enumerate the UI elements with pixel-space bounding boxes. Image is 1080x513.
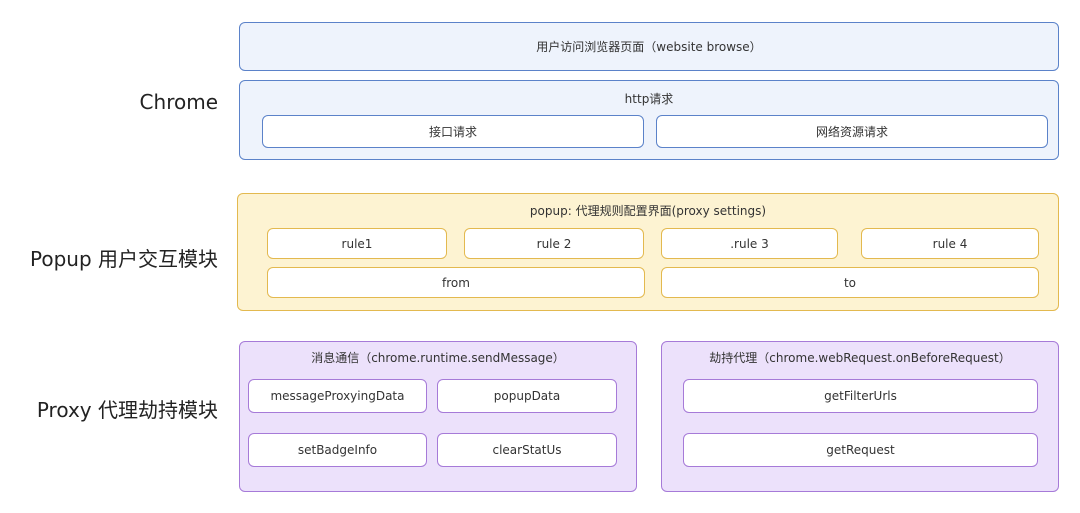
api-request-box: 接口请求 (262, 115, 644, 148)
get-request-box: getRequest (683, 433, 1038, 467)
from-box: from (267, 267, 645, 298)
chrome-layer-label: Chrome (139, 90, 218, 114)
website-browse-box: 用户访问浏览器页面（website browse） (239, 22, 1059, 71)
rule-box: rule 2 (464, 228, 644, 259)
message-communication-group: 消息通信（chrome.runtime.sendMessage） message… (239, 341, 637, 492)
rule-box: rule1 (267, 228, 447, 259)
clear-status-box: clearStatUs (437, 433, 617, 467)
popup-settings-title: popup: 代理规则配置界面(proxy settings) (529, 204, 767, 218)
popup-layer-label: Popup 用户交互模块 (29, 247, 218, 271)
rule-box: .rule 3 (661, 228, 838, 259)
http-request-group: http请求 接口请求 网络资源请求 (239, 80, 1059, 160)
to-box: to (661, 267, 1039, 298)
popup-settings-group: popup: 代理规则配置界面(proxy settings) rule1 ru… (237, 193, 1059, 311)
get-filter-urls-box: getFilterUrls (683, 379, 1038, 413)
proxy-layer-label: Proxy 代理劫持模块 (36, 398, 218, 422)
message-proxying-data-box: messageProxyingData (248, 379, 427, 413)
set-badge-info-box: setBadgeInfo (248, 433, 427, 467)
rule-box: rule 4 (861, 228, 1039, 259)
message-communication-title: 消息通信（chrome.runtime.sendMessage） (311, 351, 565, 365)
http-request-title: http请求 (624, 92, 674, 106)
network-resource-request-box: 网络资源请求 (656, 115, 1048, 148)
hijack-proxy-group: 劫持代理（chrome.webRequest.onBeforeRequest） … (661, 341, 1059, 492)
hijack-proxy-title: 劫持代理（chrome.webRequest.onBeforeRequest） (709, 351, 1011, 365)
website-browse-label: 用户访问浏览器页面（website browse） (536, 40, 762, 54)
popup-data-box: popupData (437, 379, 617, 413)
